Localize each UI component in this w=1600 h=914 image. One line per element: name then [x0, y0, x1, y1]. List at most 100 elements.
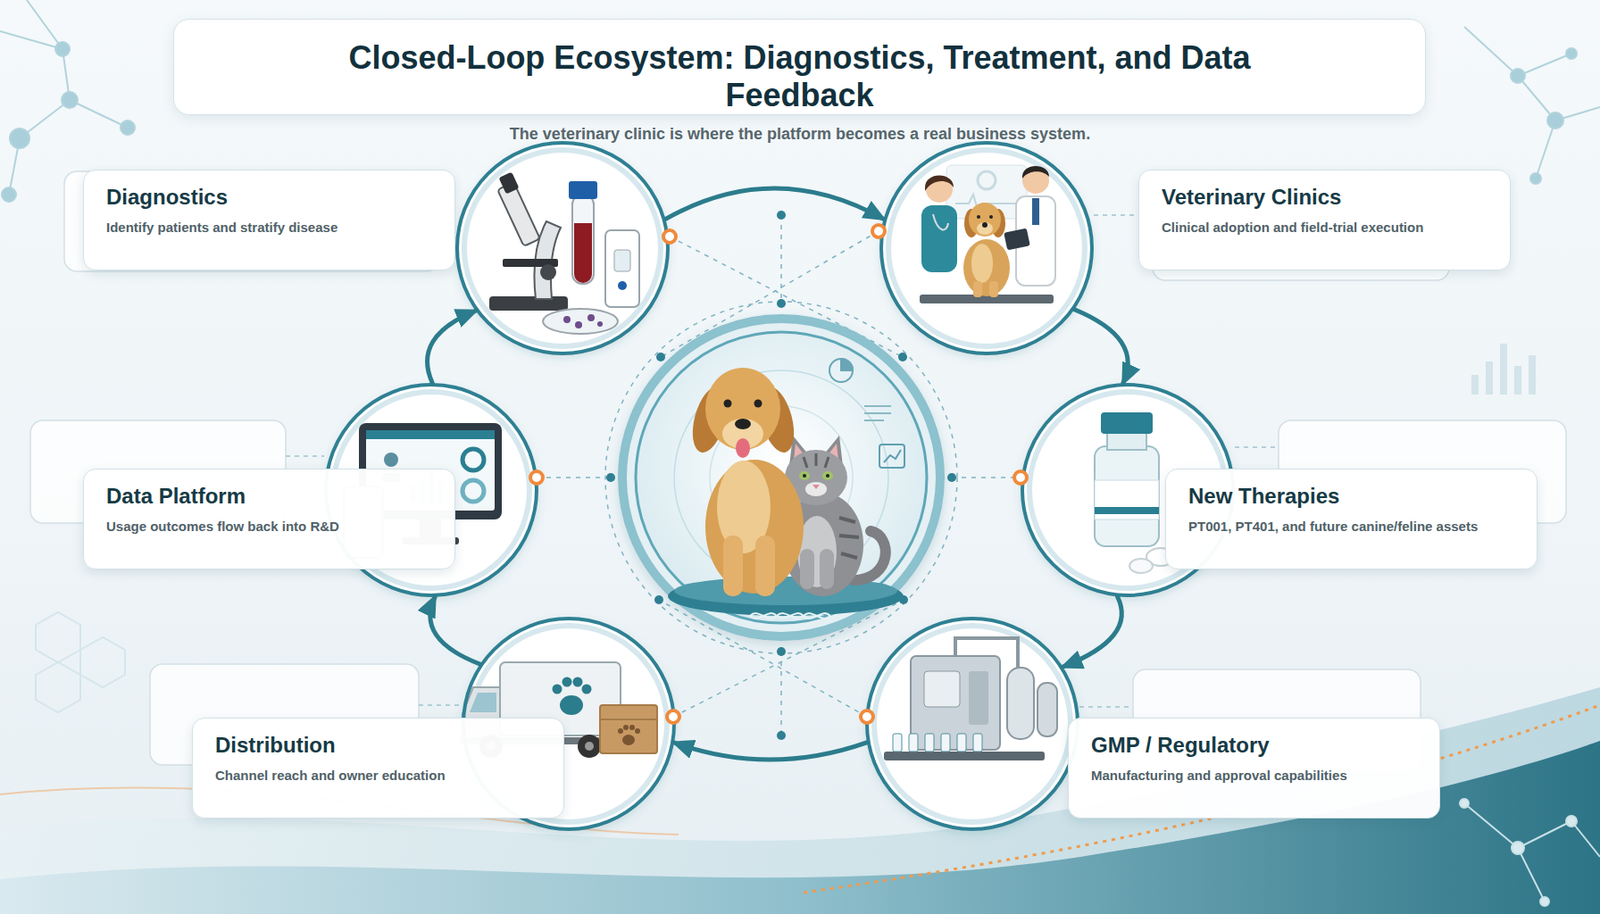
network-decoration-part — [1530, 173, 1542, 184]
therapy-illustration-part — [1100, 412, 1153, 434]
cycle-arrow — [674, 742, 867, 760]
cat-illustration-part — [802, 474, 807, 478]
diagnostics-illustration-part — [575, 321, 583, 329]
center-guides-part — [780, 651, 783, 736]
clinic-illustration-part — [963, 239, 1010, 297]
card-heading: Diagnostics — [106, 184, 433, 210]
dog-illustration-part — [735, 438, 750, 459]
clinic-illustration-part — [982, 222, 988, 228]
cycle-arrow — [1074, 309, 1128, 384]
station-inner-ring-part — [464, 150, 661, 347]
diagnostics-illustration-part — [489, 296, 568, 311]
network-decoration-part — [1566, 48, 1577, 59]
network-decoration-part — [1517, 848, 1545, 902]
diagnostics-illustration-part — [597, 321, 603, 327]
diagnostics-illustration-part — [605, 230, 640, 308]
data-platform-illustration-part — [462, 480, 484, 502]
network-decoration-part — [1540, 897, 1550, 907]
gmp-illustration-part — [883, 751, 1045, 761]
guide-dot-part — [656, 352, 666, 362]
bar-chart-decoration-part — [1485, 361, 1493, 395]
network-decoration-part — [1, 187, 17, 202]
distribution-illustration-part — [600, 705, 658, 754]
dog-illustration-part — [705, 459, 804, 594]
leader-line — [285, 215, 1279, 708]
card-heading: Veterinary Clinics — [1161, 184, 1488, 210]
bar-chart-decoration-part — [1528, 355, 1536, 395]
label-card: GMP / RegulatoryManufacturing and approv… — [1067, 717, 1441, 819]
clinic-illustration-part — [973, 281, 983, 298]
hexagon-decoration — [35, 612, 125, 713]
card-heading: GMP / Regulatory — [1091, 733, 1417, 759]
clinic-illustration — [919, 165, 1056, 304]
doc-icon-part — [864, 412, 892, 415]
diagnostics-illustration-part — [574, 223, 592, 284]
distribution-illustration-part — [577, 734, 601, 759]
network-decoration — [1459, 799, 1600, 907]
card-heading: Data Platform — [106, 483, 433, 509]
card-heading: New Therapies — [1188, 483, 1515, 509]
diagnostics-illustration-part — [499, 172, 520, 195]
card-body: PT001, PT401, and future canine/feline a… — [1188, 517, 1515, 536]
stage-circle: New TherapiesPT001, PT401, and future ca… — [1020, 383, 1235, 598]
gmp-illustration-part — [955, 638, 1018, 668]
station-disc-part — [881, 142, 1092, 354]
network-decoration-part — [1535, 120, 1556, 179]
card-body: Usage outcomes flow back into R&D — [106, 517, 433, 536]
clinic-illustration-part — [968, 202, 1001, 237]
dna-icon — [750, 613, 831, 619]
paw-icon-part — [634, 728, 641, 734]
center-illustration — [622, 318, 941, 637]
gmp-illustration-part — [941, 733, 950, 752]
network-decoration-part — [69, 100, 128, 128]
network-decoration-part — [1511, 841, 1525, 855]
port-dot-part — [666, 710, 680, 724]
dog-illustration — [686, 367, 804, 597]
paw-icon-part — [552, 684, 563, 695]
paw-icon-part — [623, 725, 629, 731]
leader-line-part — [285, 455, 325, 458]
paw-icon-part — [573, 677, 584, 688]
network-decoration-part — [1517, 53, 1572, 76]
cat-illustration-part — [822, 471, 834, 481]
gmp-illustration-part — [908, 733, 918, 752]
dna-icon-part — [750, 613, 831, 619]
clinic-illustration-part — [989, 281, 999, 298]
card-body: Identify patients and stratify disease — [106, 218, 433, 237]
gmp-illustration-part — [973, 733, 983, 752]
guide-dot-part — [776, 647, 786, 657]
bar-chart-decoration-part — [1500, 343, 1508, 395]
gmp-illustration — [883, 638, 1058, 761]
cat-illustration-part — [803, 453, 829, 468]
clinic-illustration-part — [1032, 198, 1040, 225]
guide-dot-part — [776, 731, 786, 741]
network-decoration-part — [0, 31, 63, 50]
card-body: Clinical adoption and field-trial execut… — [1161, 218, 1488, 237]
network-decoration-part — [120, 120, 135, 135]
cat-illustration-part — [839, 517, 859, 559]
center-guides-part — [780, 215, 783, 304]
dna-icon-part — [750, 613, 831, 619]
stage-circle: DistributionChannel reach and owner educ… — [461, 616, 676, 832]
guide-dot-part — [776, 299, 786, 309]
gmp-illustration-part — [957, 733, 967, 752]
dog-illustration-part — [723, 535, 743, 597]
pie-icon — [829, 358, 853, 383]
clinic-illustration-part — [977, 171, 996, 190]
guide-dot-part — [898, 352, 908, 362]
label-card: New TherapiesPT001, PT401, and future ca… — [1165, 468, 1538, 570]
data-platform-illustration-part — [366, 430, 495, 440]
cat-illustration-part — [812, 484, 820, 490]
station-inner-ring-part — [888, 150, 1085, 347]
title-text: Closed-Loop Ecosystem: Diagnostics, Trea… — [317, 19, 1283, 115]
clinic-illustration-part — [976, 215, 981, 219]
network-decoration-part — [9, 128, 30, 149]
cycle-arrow — [1063, 597, 1123, 668]
paw-icon-part — [562, 677, 573, 688]
center-guides-part — [951, 476, 1021, 479]
port-dot-part — [860, 710, 874, 724]
cat-illustration-part — [799, 471, 810, 481]
data-platform-illustration-part — [383, 452, 399, 467]
